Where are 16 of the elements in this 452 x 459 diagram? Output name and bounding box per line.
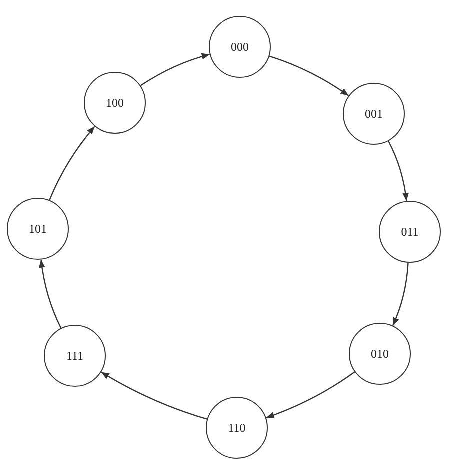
arrow xyxy=(101,372,208,420)
state-label: 101 xyxy=(29,222,47,236)
state-label: 001 xyxy=(365,106,383,122)
state-label: 100 xyxy=(106,96,124,110)
arrow xyxy=(392,262,409,326)
state-label: 110 xyxy=(228,420,246,436)
state-label: 010 xyxy=(371,346,389,362)
state-label: 000 xyxy=(231,40,249,54)
arrow xyxy=(140,54,210,86)
arrow xyxy=(39,260,62,329)
arrow xyxy=(49,126,96,200)
state-label: 111 xyxy=(66,348,84,364)
arrow xyxy=(269,56,350,96)
arrow xyxy=(266,372,356,419)
state-label: 011 xyxy=(401,224,419,240)
arrow xyxy=(388,141,409,202)
